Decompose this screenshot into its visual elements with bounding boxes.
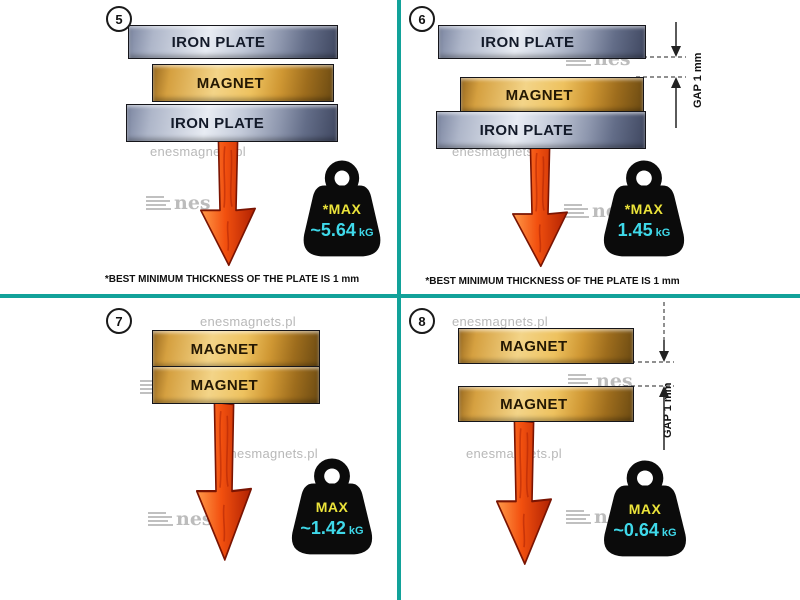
weight-max-label: MAX [628, 501, 662, 517]
iron-plate-block: IRON PLATE [438, 25, 646, 59]
magnet-label: MAGNET [196, 74, 265, 92]
weight-value-unit: kG [348, 525, 364, 537]
footnote-bold: 1 mm [333, 274, 360, 285]
iron-plate-block: IRON PLATE [128, 25, 338, 59]
magnet-block: MAGNET [458, 386, 634, 422]
enes-logo-text: nes [176, 508, 213, 530]
magnet-label: MAGNET [500, 395, 568, 413]
enes-logo-lines-icon [148, 512, 173, 526]
weight-value-unit: kG [655, 227, 671, 239]
enes-logo-lines-icon [566, 510, 591, 524]
panel-number-badge: 6 [409, 6, 435, 32]
weight-value-number: ~5.64 [310, 220, 356, 240]
panel-number-badge: 8 [409, 308, 435, 334]
panel-number-badge: 7 [106, 308, 132, 334]
enes-logo-lines-icon [146, 196, 171, 210]
iron-plate-label: IRON PLATE [480, 33, 575, 51]
weight-value-unit: kG [358, 227, 374, 239]
footnote: *BEST MINIMUM THICKNESS OF THE PLATE IS … [72, 274, 392, 285]
gap-dimension-icon [636, 22, 686, 128]
magnet-label: MAGNET [500, 337, 568, 355]
panel-number: 7 [115, 313, 123, 329]
weight-max-label: MAX [315, 499, 349, 515]
footnote: *BEST MINIMUM THICKNESS OF THE PLATE IS … [400, 276, 705, 287]
panel-number: 6 [418, 11, 426, 27]
site-watermark: enesmagnets.pl [466, 446, 562, 461]
iron-plate-label: IRON PLATE [170, 114, 265, 132]
magnet-label: MAGNET [190, 340, 259, 358]
magnet-block: MAGNET [152, 330, 320, 368]
magnet-label: MAGNET [190, 376, 259, 394]
pull-force-arrow-icon [200, 139, 256, 267]
gap-dimension-icon [624, 302, 674, 450]
footnote-bold: 1 mm [653, 276, 680, 287]
iron-plate-block: IRON PLATE [436, 111, 646, 149]
kettlebell-icon [291, 458, 373, 555]
magnet-block: MAGNET [152, 64, 334, 102]
enes-logo-watermark: nes [146, 192, 211, 214]
iron-plate-block: IRON PLATE [126, 104, 338, 142]
panel-7: enesmagnets.pl enesmagnets.pl nes nes 7 … [0, 300, 397, 600]
divider-horizontal [0, 294, 800, 298]
enes-logo-text: nes [174, 192, 211, 214]
weight-value-unit: kG [661, 527, 677, 539]
enes-logo-lines-icon [564, 204, 589, 218]
pull-force-arrow-icon [512, 146, 568, 268]
kettlebell-icon [303, 160, 381, 257]
pull-force-arrow-icon [496, 420, 552, 565]
kettlebell-icon [603, 160, 685, 257]
footnote-text: *BEST MINIMUM THICKNESS OF THE PLATE IS [104, 274, 331, 285]
site-watermark: enesmagnets.pl [200, 314, 296, 329]
divider-vertical [397, 0, 401, 600]
iron-plate-label: IRON PLATE [171, 33, 266, 51]
magnet-label: MAGNET [505, 86, 573, 104]
pull-force-arrow-icon [196, 402, 252, 561]
weight-value-number: ~0.64 [613, 520, 659, 540]
weight-max-label: *MAX [624, 201, 664, 217]
magnet-block: MAGNET [460, 77, 644, 113]
panel-number-badge: 5 [106, 6, 132, 32]
panel-5: enesmagnets.pl nes nes 5 IRON PLATE MAGN… [0, 0, 397, 294]
panel-6: enesmagnets.pl nes nes 6 IRON PLATE MAGN… [400, 0, 800, 294]
weight-value-number: 1.45 [617, 220, 653, 240]
site-watermark: enesmagnets.pl [222, 446, 318, 461]
panel-number: 8 [418, 313, 426, 329]
magnet-block: MAGNET [152, 366, 320, 404]
footnote-text: *BEST MINIMUM THICKNESS OF THE PLATE IS [425, 276, 651, 287]
panel-number: 5 [115, 11, 123, 27]
iron-plate-label: IRON PLATE [479, 121, 574, 139]
site-watermark: enesmagnets.pl [452, 314, 548, 329]
magnet-block: MAGNET [458, 328, 634, 364]
kettlebell-icon [604, 460, 686, 557]
panel-8: enesmagnets.pl enesmagnets.pl nes nes 8 … [400, 300, 800, 600]
enes-logo-watermark: nes [148, 508, 213, 530]
weight-max-label: *MAX [322, 201, 362, 217]
weight-value-number: ~1.42 [300, 518, 346, 538]
